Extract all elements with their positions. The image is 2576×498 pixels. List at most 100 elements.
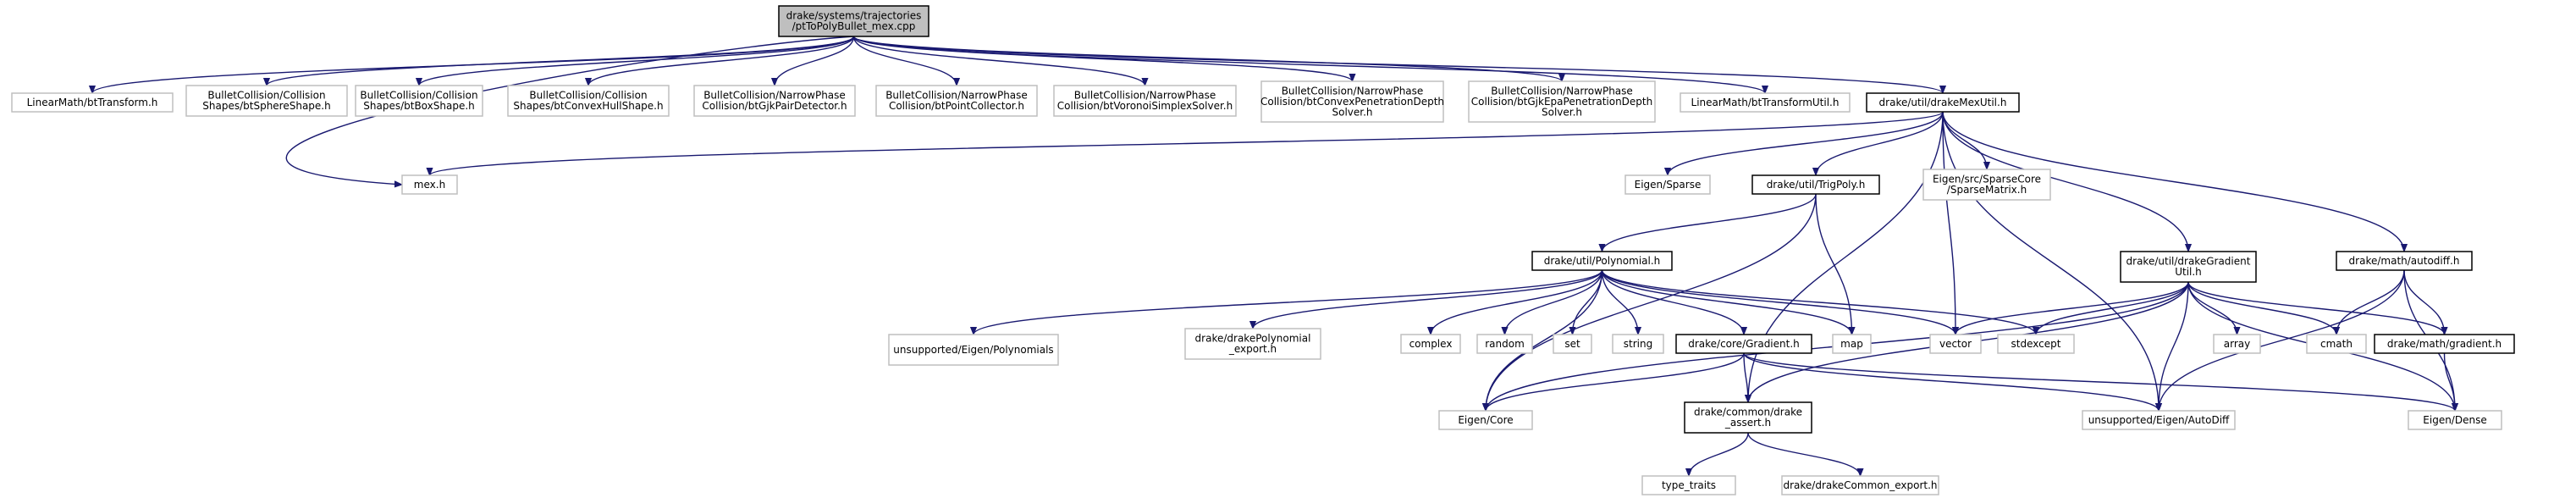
node-label: string (1624, 338, 1652, 350)
node-box (1866, 92, 2020, 113)
node-set: set (1553, 334, 1592, 354)
node-box (401, 174, 458, 195)
edge-mathgradient-to-eigendense (2443, 352, 2456, 411)
edge-root-to-btgjkepa (852, 36, 1563, 82)
edge-polynomial-to-complex (1431, 269, 1603, 335)
node-box (507, 85, 670, 117)
node-label: BulletCollision/Collision (207, 90, 325, 102)
node-drake-math-gradient-h[interactable]: drake/math/gradient.h (2374, 334, 2515, 354)
node-drake-core-gradient-h[interactable]: drake/core/Gradient.h (1675, 334, 1812, 354)
node-label: drake/util/TrigPoly.h (1767, 179, 1866, 191)
node-bulletcollision-collision-shapes-btboxshape-h: BulletCollision/CollisionShapes/btBoxSha… (355, 85, 483, 117)
node-label: cmath (2320, 338, 2353, 350)
node-drake-drakecommon-export-h: drake/drakeCommon_export.h (1781, 475, 1939, 495)
node-label: Eigen/Dense (2423, 414, 2486, 426)
node-box (778, 5, 929, 37)
node-label: drake/common/drake (1694, 407, 1802, 418)
node-bulletcollision-collision-shapes-btsphereshape-h: BulletCollision/CollisionShapes/btSphere… (185, 85, 348, 117)
node-stdexcept: stdexcept (1997, 334, 2075, 354)
node-label: Solver.h (1542, 106, 1582, 118)
node-label: drake/util/drakeMexUtil.h (1879, 97, 2007, 108)
node-box (1781, 475, 1939, 495)
node-label: _assert.h (1724, 417, 1771, 429)
node-bulletcollision-narrowphase-collision-btvoronoisimplexsolver-h: BulletCollision/NarrowPhaseCollision/btV… (1053, 85, 1237, 117)
node-box (1400, 334, 1461, 354)
node-label: drake/drakeCommon_export.h (1784, 479, 1938, 491)
node-box (1684, 401, 1812, 434)
node-bulletcollision-narrowphase-collision-btgjkepapenetrationdepth-solver-h: BulletCollision/NarrowPhaseCollision/btG… (1468, 80, 1656, 123)
node-box (1997, 334, 2075, 354)
node-box (355, 85, 483, 117)
node-box (1922, 169, 2051, 201)
node-box (875, 85, 1038, 117)
node-bulletcollision-narrowphase-collision-btconvexpenetrationdepth-solver-h: BulletCollision/NarrowPhaseCollision/btC… (1260, 80, 1444, 123)
node-box (2213, 334, 2261, 354)
edge-polynomial-to-coregradient (1601, 269, 1745, 335)
node-label: /SparseMatrix.h (1947, 184, 2027, 196)
node-label: Collision/btPointCollector.h (889, 100, 1024, 112)
node-box (888, 334, 1059, 366)
edge-root-to-btsphereshape (267, 36, 855, 86)
node-box (1680, 92, 1851, 113)
edge-drakegradientutil-to-mathgradient (2187, 281, 2445, 335)
node-drake-drakepolynomial-export-h: drake/drakePolynomial_export.h (1184, 328, 1321, 360)
node-eigen-src-sparsecore-sparsematrix-h: Eigen/src/SparseCore/SparseMatrix.h (1922, 169, 2051, 201)
edge-autodiff-to-cmath (2336, 269, 2405, 335)
node-label: Collision/btVoronoiSimplexSolver.h (1057, 100, 1233, 112)
node-label: BulletCollision/NarrowPhase (703, 90, 846, 102)
node-unsupported-eigen-polynomials: unsupported/Eigen/Polynomials (888, 334, 1059, 366)
edge-coregradient-to-eigendense (1743, 352, 2455, 412)
node-mex-h: mex.h (401, 174, 458, 195)
node-unsupported-eigen-autodiff: unsupported/Eigen/AutoDiff (2082, 410, 2236, 430)
edge-trigpoly-to-eigencore (1486, 193, 1817, 411)
edge-coregradient-to-autodiff (1743, 352, 2159, 412)
edge-drakeassert-to-drakecommonexport (1747, 432, 1861, 477)
node-box (1624, 174, 1711, 195)
node-box (2120, 251, 2257, 283)
node-drake-math-autodiff-h[interactable]: drake/math/autodiff.h (2336, 251, 2473, 271)
node-label: type_traits (1662, 479, 1716, 491)
node-label: drake/core/Gradient.h (1688, 338, 1800, 350)
node-label: complex (1409, 338, 1453, 350)
node-label: BulletCollision/NarrowPhase (1491, 85, 1633, 97)
node-drake-util-polynomial-h[interactable]: drake/util/Polynomial.h (1531, 251, 1673, 271)
node-bulletcollision-collision-shapes-btconvexhullshape-h: BulletCollision/CollisionShapes/btConvex… (507, 85, 670, 117)
node-box (1929, 334, 1982, 354)
node-label: Eigen/Sparse (1635, 179, 1702, 191)
node-eigen-sparse: Eigen/Sparse (1624, 174, 1711, 195)
edge-drakemexutil-to-drakeassert (1748, 111, 1944, 402)
node-bulletcollision-narrowphase-collision-btgjkpairdetector-h: BulletCollision/NarrowPhaseCollision/btG… (693, 85, 856, 117)
node-box (1641, 475, 1736, 495)
edge-polynomial-to-stdexcept (1601, 269, 2037, 335)
node-drake-util-trigpoly-h[interactable]: drake/util/TrigPoly.h (1751, 174, 1880, 195)
edge-drakemexutil-to-mex (430, 111, 1944, 176)
node-label: LinearMath/btTransformUtil.h (1691, 97, 1840, 108)
node-drake-util-drakemexutil-h[interactable]: drake/util/drakeMexUtil.h (1866, 92, 2020, 113)
node-drake-common-drake-assert-h[interactable]: drake/common/drake_assert.h (1684, 401, 1812, 434)
node-box (2374, 334, 2515, 354)
edge-root-to-btconvexhullshape (588, 36, 855, 86)
node-box (2082, 410, 2236, 430)
node-drake-systems-trajectories-pttopolybullet-mex-cpp[interactable]: drake/systems/trajectories/ptToPolyBulle… (778, 5, 929, 37)
edge-polynomial-to-random (1505, 269, 1603, 335)
node-label: unsupported/Eigen/Polynomials (893, 344, 1053, 356)
edge-drakemexutil-to-drakegradientutil (1942, 111, 2188, 252)
node-label: /ptToPolyBullet_mex.cpp (792, 20, 916, 32)
node-linearmath-bttransformutil-h: LinearMath/btTransformUtil.h (1680, 92, 1851, 113)
edge-polynomial-to-eigencore (1486, 269, 1603, 411)
node-array: array (2213, 334, 2261, 354)
nodes-layer: drake/systems/trajectories/ptToPolyBulle… (11, 5, 2515, 495)
edge-polynomial-to-unsuppolynomials (974, 269, 1603, 335)
edge-polynomial-to-map (1601, 269, 1852, 335)
node-label: LinearMath/btTransform.h (27, 97, 158, 108)
node-box (1184, 328, 1321, 360)
edge-drakegradientutil-to-stdexcept (2036, 281, 2189, 335)
node-label: Util.h (2175, 266, 2202, 278)
node-label: Eigen/Core (1458, 414, 1513, 426)
edges-layer (92, 36, 2456, 477)
node-label: _export.h (1228, 343, 1277, 355)
node-label: BulletCollision/NarrowPhase (1074, 90, 1216, 102)
edge-drakemexutil-to-autodiff (1942, 111, 2404, 252)
